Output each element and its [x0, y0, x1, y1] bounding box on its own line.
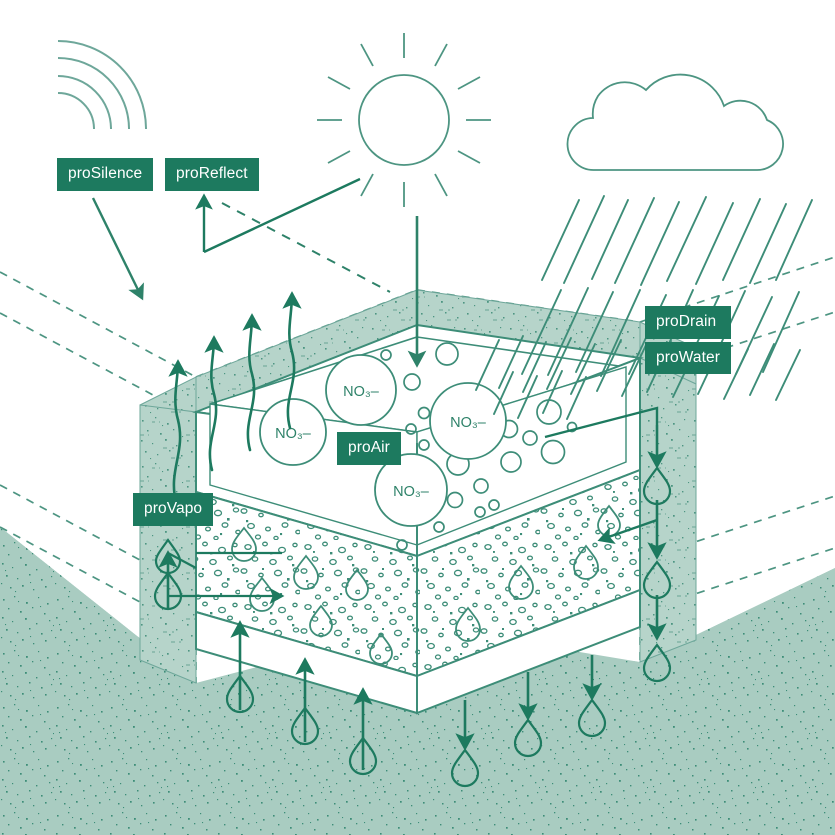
nitrate-marker: NO₃–: [374, 453, 448, 527]
label-proair[interactable]: proAir: [337, 432, 401, 465]
capillary-rise-arrows: [158, 550, 373, 770]
drainage-droplets: [450, 466, 672, 788]
label-prodrain[interactable]: proDrain: [645, 306, 731, 339]
air-void-bubbles: [380, 342, 578, 551]
label-proreflect[interactable]: proReflect: [165, 158, 259, 191]
nitrate-label: NO₃–: [275, 426, 312, 442]
sound-wave-icon: [57, 40, 147, 130]
incident-ray-dashed: [221, 202, 391, 293]
sun-icon: [317, 33, 491, 207]
nitrate-marker: NO₃–: [325, 354, 397, 426]
nitrate-marker: NO₃–: [429, 382, 507, 460]
drainage-arrows: [455, 425, 667, 751]
silence-arrow: [91, 197, 144, 301]
label-provapo[interactable]: proVapo: [133, 493, 214, 526]
capillary-droplets: [153, 571, 378, 776]
label-stack-drain-water: proDrain proWater: [645, 306, 731, 374]
nitrate-marker: NO₃–: [259, 398, 327, 466]
cloud-icon: [566, 73, 784, 171]
evaporation-arrows: [168, 291, 302, 504]
label-prowater[interactable]: proWater: [645, 341, 731, 374]
label-prosilence[interactable]: proSilence: [57, 158, 154, 191]
drain-inlet-elbow: [544, 406, 659, 544]
left-edge-droplet: [154, 538, 182, 575]
reflect-arrow: [195, 177, 361, 254]
nitrate-marker-group: NO₃– NO₃– NO₃– NO₃–: [259, 354, 507, 527]
nitrate-label: NO₃–: [343, 384, 380, 400]
substrate-water-droplets: [231, 504, 621, 665]
nitrate-label: NO₃–: [450, 415, 487, 431]
lateral-feed-lines: [167, 551, 285, 605]
nitrate-label: NO₃–: [393, 484, 430, 500]
